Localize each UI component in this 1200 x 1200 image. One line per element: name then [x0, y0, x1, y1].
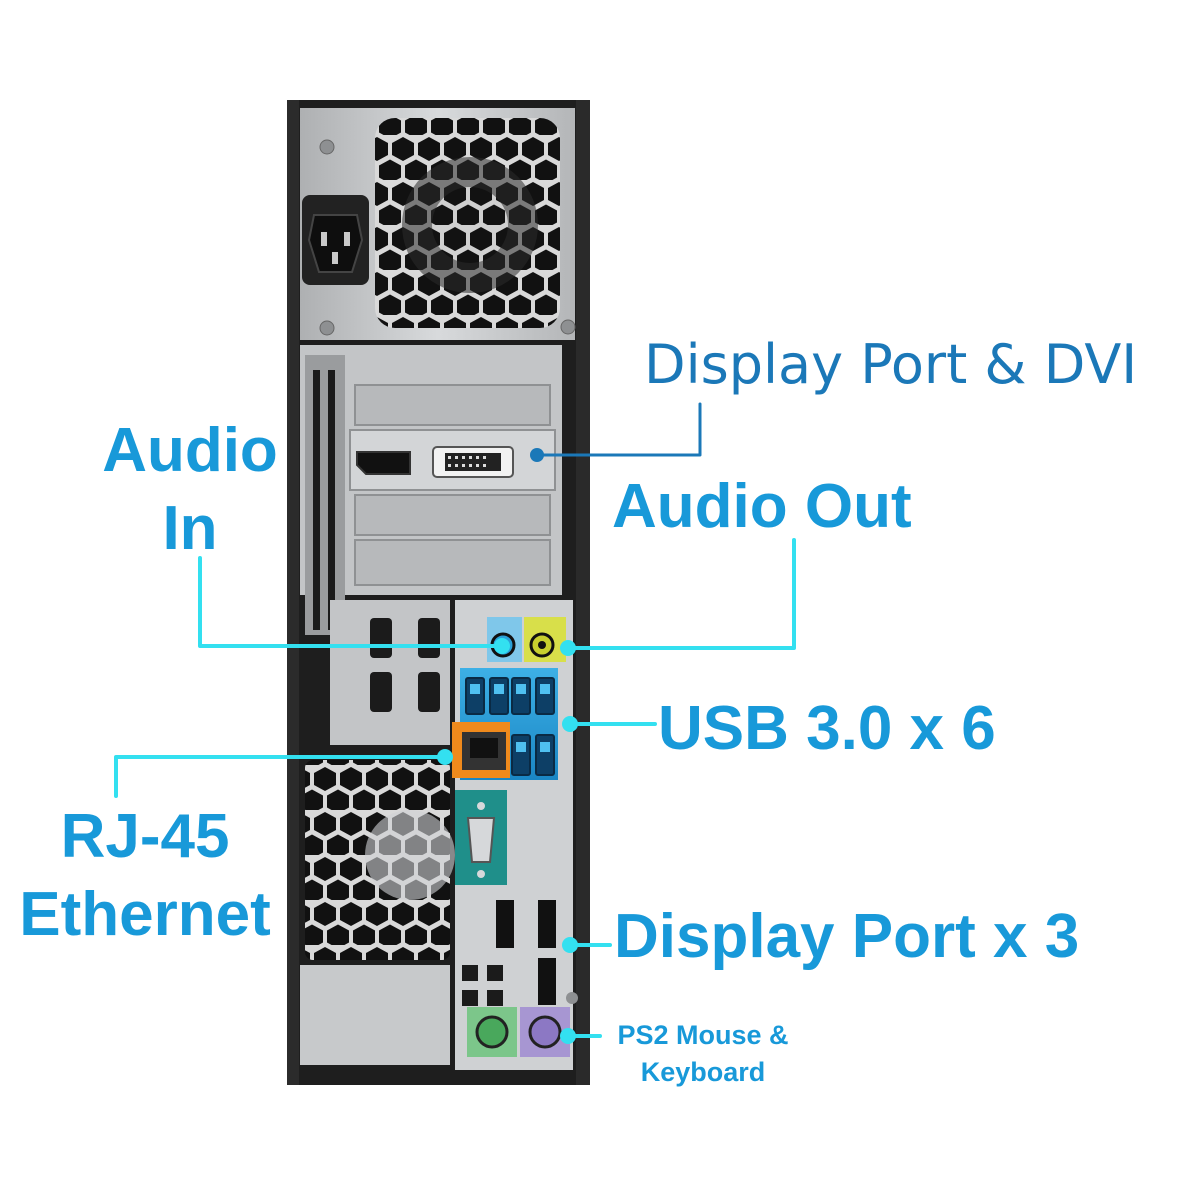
slot-cover-3: [354, 539, 551, 586]
screw: [560, 319, 576, 335]
screw: [566, 992, 578, 1004]
label-rj45-line1: RJ-45: [60, 802, 230, 871]
leader-rj45: [114, 755, 447, 798]
ethernet-port-icon: [452, 722, 510, 778]
leader-lines: [114, 402, 796, 1044]
label-rj45: RJ-45 Ethernet: [5, 806, 285, 946]
dvi-port-icon: [432, 446, 514, 478]
leader-dot: [562, 716, 578, 732]
label-ps2-line2: Keyboard: [640, 1057, 766, 1087]
fan-grille-icon: [305, 760, 455, 960]
label-usb: USB 3.0 x 6: [658, 694, 996, 763]
label-rj45-line2: Ethernet: [19, 880, 271, 949]
case-side-right: [576, 100, 590, 1085]
serial-port-icon: [455, 790, 507, 885]
leader-dot: [494, 638, 510, 654]
label-ps2-line1: PS2 Mouse &: [617, 1020, 789, 1050]
bracket-slots: [313, 370, 335, 630]
label-display-port-x3: Display Port x 3: [614, 902, 1080, 971]
leader-dot: [560, 640, 576, 656]
slot-cover-1: [354, 384, 551, 426]
label-audio-in: Audio In: [85, 420, 295, 560]
leader-dot: [437, 749, 453, 765]
leader-dot: [560, 1028, 576, 1044]
displayport-icon: [496, 900, 556, 1005]
label-display-port-dvi: Display Port & DVI: [644, 333, 1138, 396]
screw: [319, 320, 335, 336]
screw: [319, 139, 335, 155]
lower-plate: [300, 965, 450, 1065]
usb-tongues: [470, 684, 550, 752]
displayport-icon: [356, 451, 411, 475]
label-audio-in-line1: Audio: [102, 416, 278, 485]
audio-jack-icon: [524, 617, 566, 662]
lower-slots: [462, 965, 503, 1006]
slot-cover-2: [354, 494, 551, 536]
leader-dot: [530, 448, 544, 462]
leader-audio-out: [566, 538, 796, 650]
expansion-bracket: [305, 355, 345, 635]
leader-audio-in: [198, 556, 504, 648]
leader-display-port-dvi: [535, 402, 702, 457]
label-ps2: PS2 Mouse & Keyboard: [598, 1022, 808, 1086]
label-audio-in-line2: In: [162, 494, 218, 563]
leader-dot: [562, 937, 578, 953]
ps2-port-icon: [467, 1007, 517, 1057]
power-socket-icon: [302, 195, 369, 285]
case-side-left: [287, 100, 299, 1085]
label-audio-out: Audio Out: [612, 472, 912, 541]
fan-grille-icon: [375, 118, 560, 328]
